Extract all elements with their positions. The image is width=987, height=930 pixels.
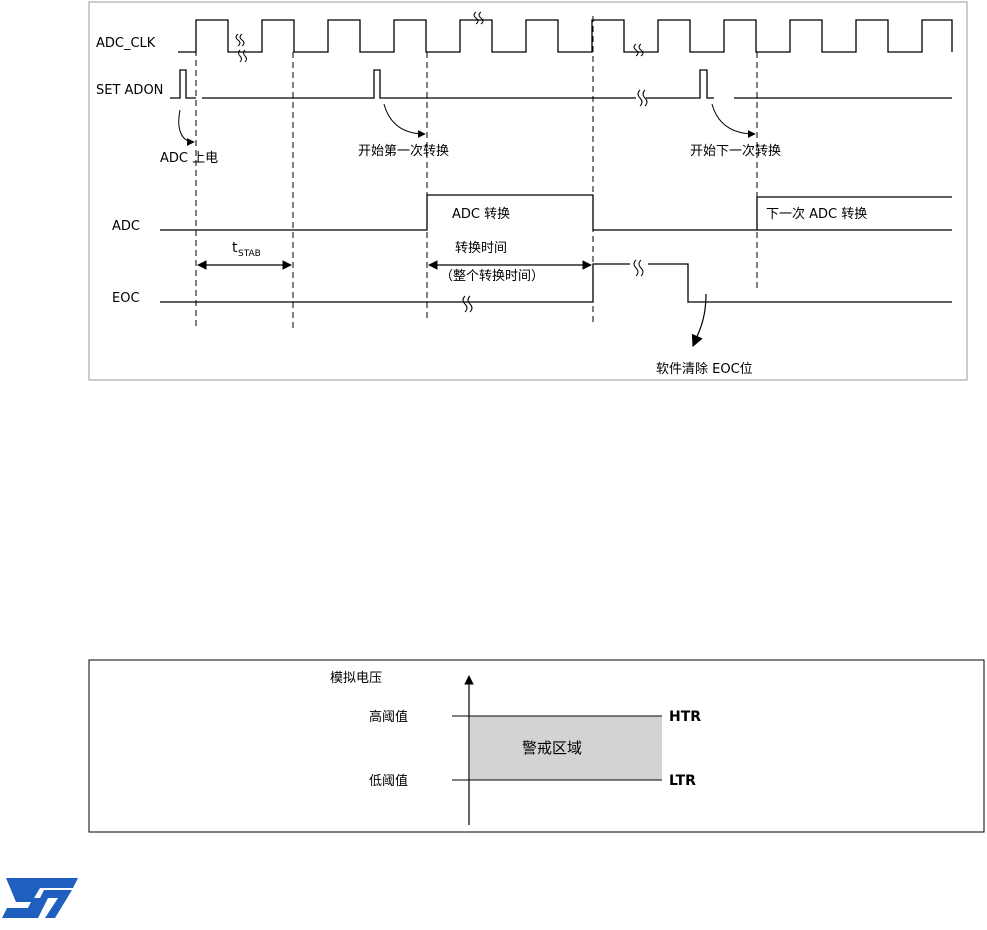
st-logo-icon [2, 878, 78, 918]
clk-break-marks [235, 11, 644, 63]
adc-waveform [160, 194, 952, 231]
tstab-sub-text: STAB [238, 249, 261, 259]
ltr-label: LTR [669, 773, 696, 789]
tstab-main-text: t [232, 240, 238, 256]
watchdog-diagram: 模拟电压 高阈值 低阈值 警戒区域 HTR LTR [88, 659, 985, 833]
timing-diagram: ADC_CLK SET ADON ADC 上电 开始第一次转换 开始下 [88, 1, 968, 381]
high-threshold-label: 高阈值 [369, 709, 408, 725]
set-adon-waveform [170, 69, 952, 99]
htr-label: HTR [669, 709, 701, 725]
low-threshold-label: 低阈值 [369, 773, 408, 789]
guard-zone-label: 警戒区域 [522, 739, 582, 757]
adc-clk-label: ADC_CLK [96, 36, 156, 51]
eoc-waveform [160, 263, 952, 303]
next-conversion-text: 下一次 ADC 转换 [766, 206, 867, 222]
adon-break-marks [637, 89, 648, 107]
y-axis-label: 模拟电压 [330, 671, 382, 686]
set-adon-label: SET ADON [96, 83, 163, 98]
watchdog-diagram-frame [88, 659, 985, 833]
timing-diagram-frame [88, 1, 968, 381]
adc-label: ADC [112, 219, 140, 234]
arrow-start-next [711, 103, 756, 138]
time-markers [195, 16, 758, 330]
conv-time-total-text: （整个转换时间） [440, 269, 544, 284]
arrow-start-first [383, 103, 426, 138]
guard-zone [470, 716, 662, 780]
arrow-clear-eoc [691, 293, 707, 348]
adc-clk-waveform [178, 19, 953, 53]
start-next-text: 开始下一次转换 [690, 143, 781, 159]
arrow-power-on [178, 109, 195, 146]
clear-eoc-text: 软件清除 EOC位 [656, 362, 753, 377]
eoc-label: EOC [112, 291, 140, 306]
conversion-text: ADC 转换 [452, 207, 510, 222]
eoc-break-marks [462, 259, 644, 313]
conv-time-text: 转换时间 [455, 241, 507, 256]
start-first-text: 开始第一次转换 [358, 143, 449, 159]
power-on-text: ADC 上电 [160, 151, 218, 166]
